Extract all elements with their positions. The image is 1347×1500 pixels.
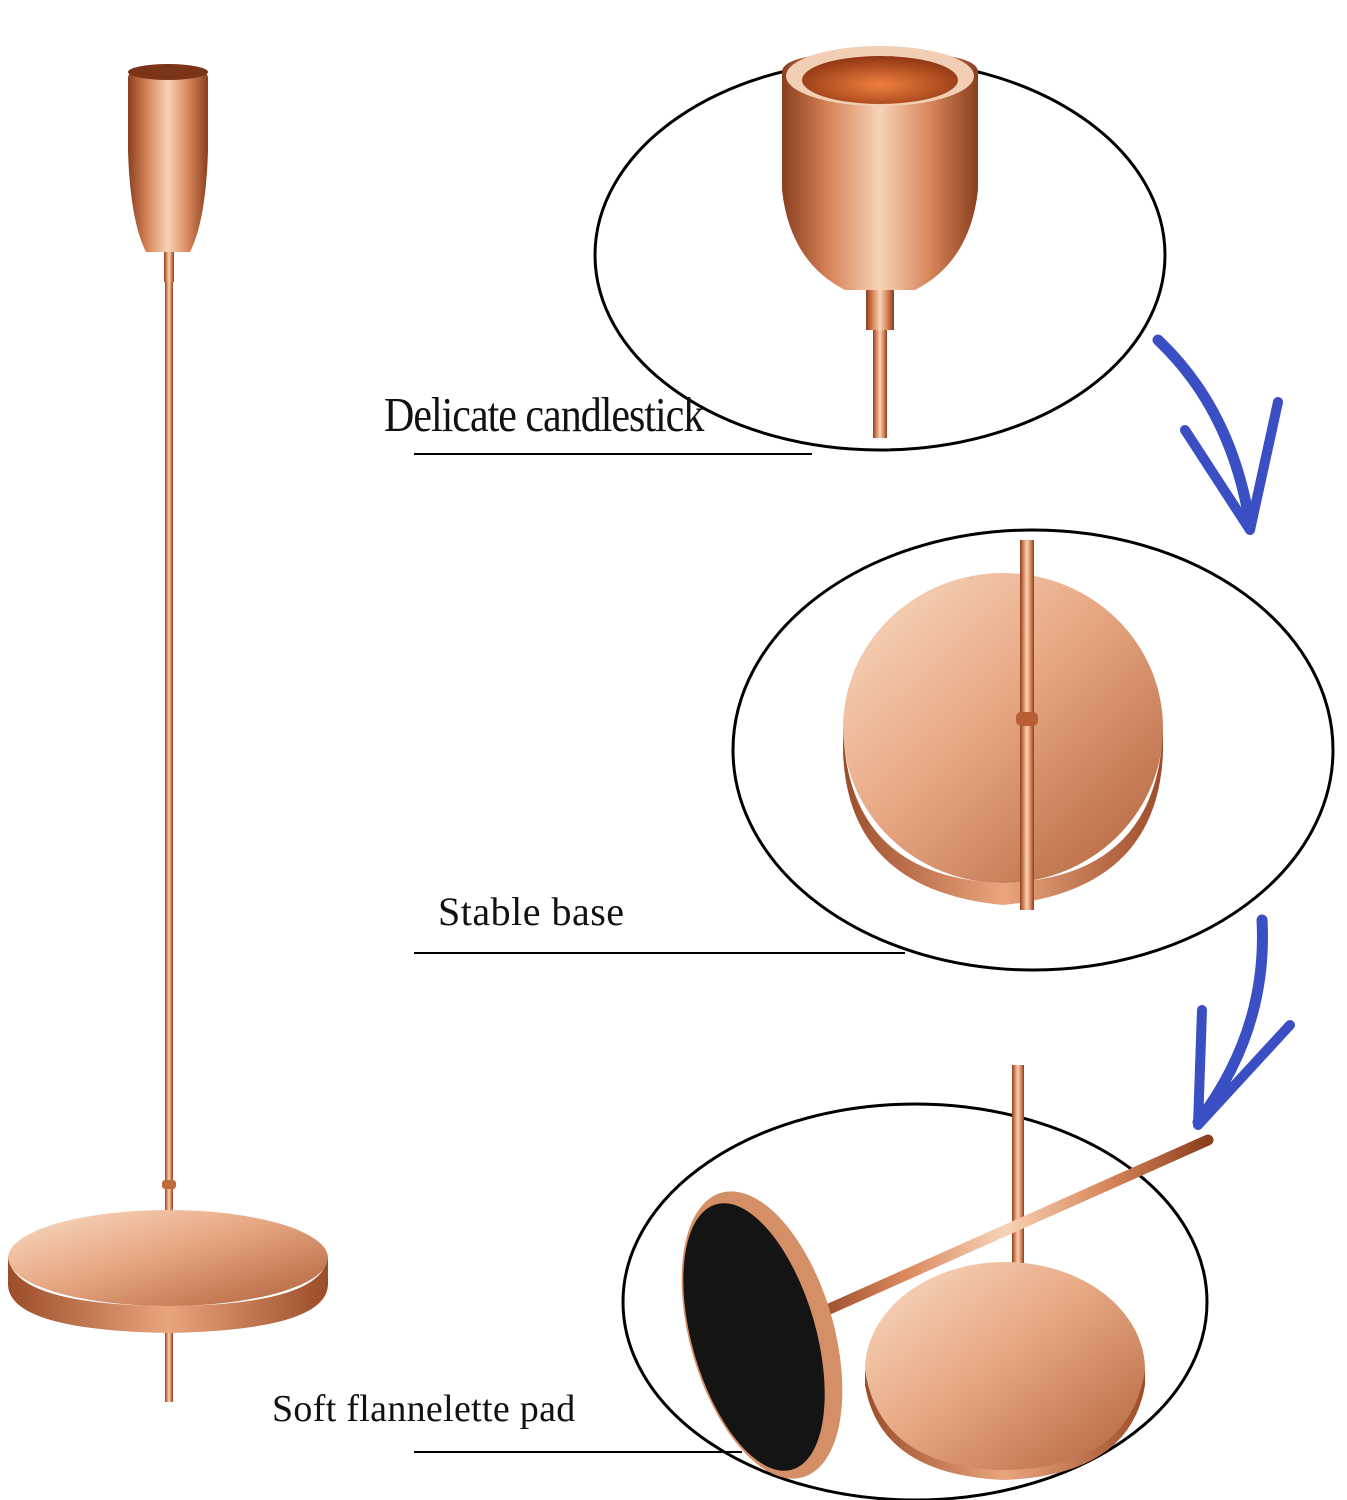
detail-cup-callout xyxy=(593,46,1167,452)
detail-pad-callout xyxy=(621,1065,1214,1500)
curved-arrow-icon xyxy=(1192,914,1295,1130)
candlestick-full xyxy=(8,64,328,1402)
curved-arrow-icon xyxy=(1152,334,1283,535)
callout-label-delicate-candlestick: Delicate candlestick xyxy=(384,389,704,443)
callout-lines xyxy=(414,453,905,1453)
callout-label-stable-base: Stable base xyxy=(438,889,625,934)
callout-label-flannelette-pad: Soft flannelette pad xyxy=(272,1388,576,1430)
detail-base-callout xyxy=(731,528,1335,972)
